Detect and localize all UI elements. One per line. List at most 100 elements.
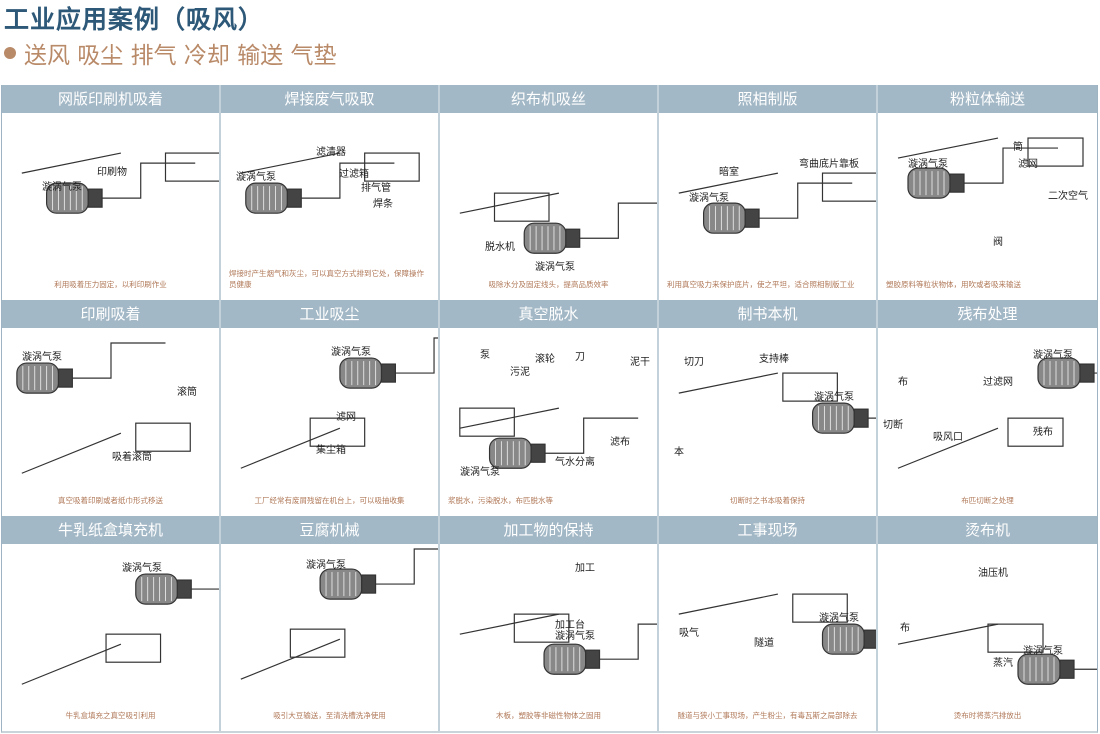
diagram-label: 隧道 (754, 637, 774, 649)
diagram-label: 漩涡气泵 (1033, 350, 1073, 362)
diagram-label: 漩涡气泵 (555, 630, 595, 642)
case-illustration: 脱水机漩涡气泵吸除水分及固定线头，提高品质效率 (440, 113, 657, 300)
diagram-label: 筒 (1013, 142, 1023, 153)
diagram-label: 泵 (480, 350, 490, 362)
case-title: 网版印刷机吸着 (2, 85, 219, 113)
pump-diagram-icon (240, 152, 420, 214)
pump-diagram-icon (897, 137, 1084, 199)
diagram-label: 支持棒 (759, 354, 789, 366)
diagram-label: 印刷物 (97, 167, 127, 178)
pump-diagram-icon (16, 342, 191, 475)
diagram-label: 暗室 (719, 167, 739, 178)
pump-diagram-icon (897, 357, 1097, 470)
diagram-label: 漩涡气泵 (122, 562, 162, 574)
case-title: 粉粒体输送 (878, 85, 1097, 113)
case-illustration: 油压机布蒸汽漩涡气泵烫布时将蒸汽排放出 (878, 544, 1097, 731)
case-card: 工事现场 漩涡气泵吸气隧道隧道与狭小工事现场，产生粉尘，有毒瓦斯之局部除去 (659, 515, 878, 731)
pump-diagram-icon (897, 623, 1097, 685)
case-illustration: 切刀支持棒漩涡气泵本切断时之书本吸着保持 (659, 328, 876, 515)
case-card: 焊接废气吸取 滤清器漩涡气泵过滤箱排气管焊条焊接时产生烟气和灰尘，可以真空方式排… (221, 85, 440, 301)
case-card: 网版印刷机吸着 漩涡气泵 印刷物利用吸着压力固定，以利印刷作业 (2, 85, 221, 301)
diagram-label: 漩涡气泵 (689, 193, 729, 204)
diagram-label: 过滤箱 (339, 169, 369, 180)
pump-diagram-icon (21, 152, 219, 214)
case-caption: 隧道与狭小工事现场，产生粉尘，有毒瓦斯之局部除去 (677, 710, 858, 720)
diagram-label: 加工 (575, 562, 595, 574)
page-subtitle: 送风 吸尘 排气 冷却 输送 气垫 (4, 36, 337, 70)
case-title: 加工物的保持 (440, 515, 657, 544)
diagram-label: 加工台 (555, 619, 585, 631)
case-caption: 牛乳盒填充之真空吸引利用 (65, 710, 156, 720)
case-card: 牛乳纸盒填充机 漩涡气泵牛乳盒填充之真空吸引利用 (2, 515, 221, 731)
diagram-label: 漩涡气泵 (306, 559, 346, 571)
diagram-label: 刀 (575, 352, 585, 364)
diagram-label: 污泥 (510, 367, 530, 379)
case-caption: 布匹切断之处理 (961, 495, 1014, 505)
pump-diagram-icon (240, 548, 438, 680)
diagram-label: 吸着滚筒 (112, 452, 152, 464)
diagram-label: 焊条 (373, 199, 393, 210)
pump-diagram-icon (240, 337, 438, 470)
case-caption: 吸引大豆输送，至清洗槽洗净使用 (273, 710, 386, 720)
diagram-label: 滤网 (1018, 159, 1038, 170)
diagram-label: 吸气 (679, 627, 699, 639)
pump-diagram-icon (678, 172, 876, 234)
diagram-label: 滤网 (336, 412, 356, 424)
case-illustration: 暗室 弯曲底片靠板漩涡气泵利用真空吸力来保护底片，使之平坦，适合照相制版工业 (659, 113, 876, 300)
diagram-label: 布 (900, 622, 910, 634)
case-card: 织布机吸丝 脱水机漩涡气泵吸除水分及固定线头，提高品质效率 (440, 85, 659, 301)
case-title: 工业吸尘 (221, 300, 438, 329)
case-card: 工业吸尘 漩涡气泵滤网集尘箱工厂经常有废屑残留在机台上，可以吸抽收集 (221, 300, 440, 516)
case-title: 印刷吸着 (2, 300, 219, 329)
diagram-label: 切刀 (684, 357, 704, 369)
diagram-label: 阀 (993, 237, 1003, 248)
case-caption: 木板，塑胶等非磁性物体之固用 (496, 710, 601, 720)
case-caption: 焊接时产生烟气和灰尘，可以真空方式排到它处，保障操作员健康 (229, 269, 424, 290)
case-card: 残布处理 漩涡气泵布过滤网切断吸风口残布布匹切断之处理 (878, 300, 1097, 515)
pump-diagram-icon (459, 192, 657, 254)
case-title: 牛乳纸盒填充机 (2, 515, 219, 544)
diagram-label: 滚筒 (177, 387, 197, 399)
case-caption: 烫布时将蒸汽排放出 (953, 710, 1022, 720)
diagram-label: 漩涡气泵 (819, 612, 859, 624)
case-illustration: 漩涡气泵吸引大豆输送，至清洗槽洗净使用 (221, 544, 438, 731)
diagram-label: 布 (898, 377, 908, 389)
diagram-label: 漩涡气泵 (814, 392, 854, 404)
diagram-label: 漩涡气泵 (42, 182, 82, 193)
subtitle-text: 送风 吸尘 排气 冷却 输送 气垫 (24, 43, 337, 69)
diagram-label: 蒸汽 (993, 657, 1013, 669)
pump-diagram-icon (678, 372, 876, 435)
case-title: 工事现场 (659, 515, 876, 544)
diagram-label: 气水分离 (555, 457, 595, 469)
case-illustration: 漩涡气泵吸气隧道隧道与狭小工事现场，产生粉尘，有毒瓦斯之局部除去 (659, 544, 876, 731)
case-illustration: 泵滚轮刀泥干污泥滤布气水分离漩涡气泵浆脱水，污染脱水，布匹脱水等 (440, 328, 657, 515)
diagram-label: 油压机 (978, 567, 1008, 579)
diagram-label: 弯曲底片靠板 (799, 159, 859, 170)
case-caption: 真空吸着印刷或者纸巾形式移送 (58, 495, 163, 505)
diagram-label: 漩涡气泵 (908, 159, 948, 170)
diagram-label: 本 (674, 447, 684, 459)
diagram-label: 滤清器 (316, 147, 346, 158)
case-caption: 利用吸着压力固定，以利印刷作业 (54, 280, 167, 290)
case-illustration: 加工加工台漩涡气泵木板，塑胶等非磁性物体之固用 (440, 544, 657, 731)
case-card: 照相制版 暗室弯曲底片靠板漩涡气泵利用真空吸力来保护底片，使之平坦，适合照相制版… (659, 85, 878, 301)
diagram-label: 滤布 (610, 437, 630, 449)
pump-diagram-icon (678, 593, 876, 655)
case-illustration: 漩涡气泵滤网集尘箱工厂经常有废屑残留在机台上，可以吸抽收集 (221, 328, 438, 515)
pump-diagram-icon (459, 407, 639, 470)
case-caption: 利用真空吸力来保护底片，使之平坦，适合照相制版工业 (667, 280, 855, 290)
case-card: 粉粒体输送 筒漩涡气泵滤网二次空气阀塑胶原料等粒状物体，用吹或者吸来输送 (878, 85, 1097, 300)
case-illustration: 滤清器漩涡气泵过滤箱排气管焊条焊接时产生烟气和灰尘，可以真空方式排到它处，保障操… (221, 113, 438, 300)
case-caption: 吸除水分及固定线头，提高品质效率 (488, 280, 609, 290)
case-card: 印刷吸着 漩涡气泵滚筒吸着滚筒真空吸着印刷或者纸巾形式移送 (2, 300, 221, 516)
case-title: 制书本机 (659, 300, 876, 329)
diagram-label: 二次空气 (1048, 191, 1088, 202)
case-illustration: 筒漩涡气泵滤网二次空气阀塑胶原料等粒状物体，用吹或者吸来输送 (878, 113, 1097, 300)
diagram-label: 泥干 (630, 357, 650, 369)
case-title: 焊接废气吸取 (221, 85, 438, 113)
diagram-label: 漩涡气泵 (22, 352, 62, 364)
pump-diagram-icon (21, 573, 219, 685)
diagram-label: 脱水机 (485, 242, 515, 253)
case-card: 制书本机 切刀支持棒漩涡气泵本切断时之书本吸着保持 (659, 300, 878, 516)
case-caption: 浆脱水，污染脱水，布匹脱水等 (448, 495, 553, 505)
